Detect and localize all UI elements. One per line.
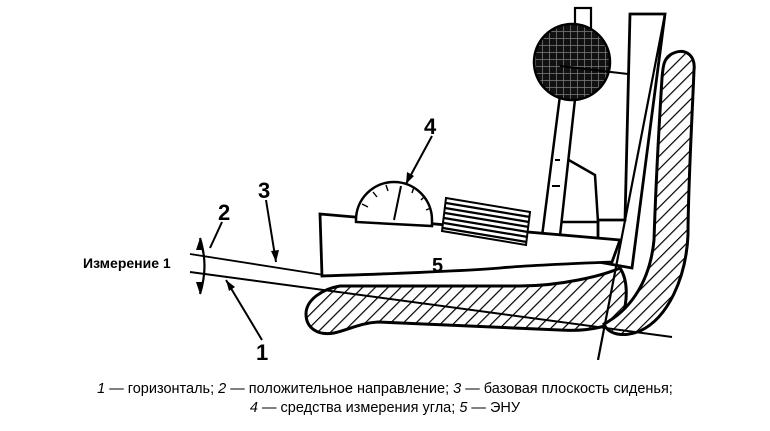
angle-gauge-icon — [354, 180, 434, 228]
callout-4: 4 — [424, 114, 437, 139]
leader-1 — [225, 279, 263, 341]
caption-num: 1 — [97, 381, 106, 397]
caption-text: — горизонталь; — [105, 381, 219, 397]
striped-weight — [440, 196, 532, 247]
seat-back — [602, 49, 696, 336]
caption-text: — положительное направление; — [226, 381, 454, 397]
caption-num: 4 — [249, 400, 258, 416]
figure-caption: 1 — горизонталь; 2 — положительное напра… — [0, 380, 770, 418]
vertical-reference-line — [596, 13, 667, 360]
caption-num: 2 — [218, 381, 227, 397]
caption-line-2: 4 — средства измерения угла; 5 — ЭНУ — [0, 399, 770, 418]
weight-ball — [532, 22, 612, 102]
caption-num: 3 — [453, 381, 462, 397]
caption-text: — средства измерения угла; — [258, 400, 460, 416]
caption-line-1: 1 — горизонталь; 2 — положительное напра… — [0, 380, 770, 399]
seat-cushion — [304, 266, 628, 336]
callout-3: 3 — [258, 178, 270, 203]
callout-1: 1 — [256, 340, 268, 360]
caption-text: — базовая плоскость сиденья; — [461, 381, 673, 397]
caption-num: 5 — [459, 400, 468, 416]
seat-reference-line — [189, 253, 331, 277]
caption-text: — ЭНУ — [467, 400, 521, 416]
measurement-label: Измерение 1 — [83, 255, 171, 271]
callout-5: 5 — [432, 255, 443, 277]
horizontal-line — [189, 271, 673, 338]
leader-2 — [209, 221, 223, 249]
seat-pan-block — [318, 212, 622, 278]
seat-angle-diagram: 1 2 3 4 5 Измерение 1 — [83, 6, 696, 360]
callout-2: 2 — [218, 200, 230, 225]
